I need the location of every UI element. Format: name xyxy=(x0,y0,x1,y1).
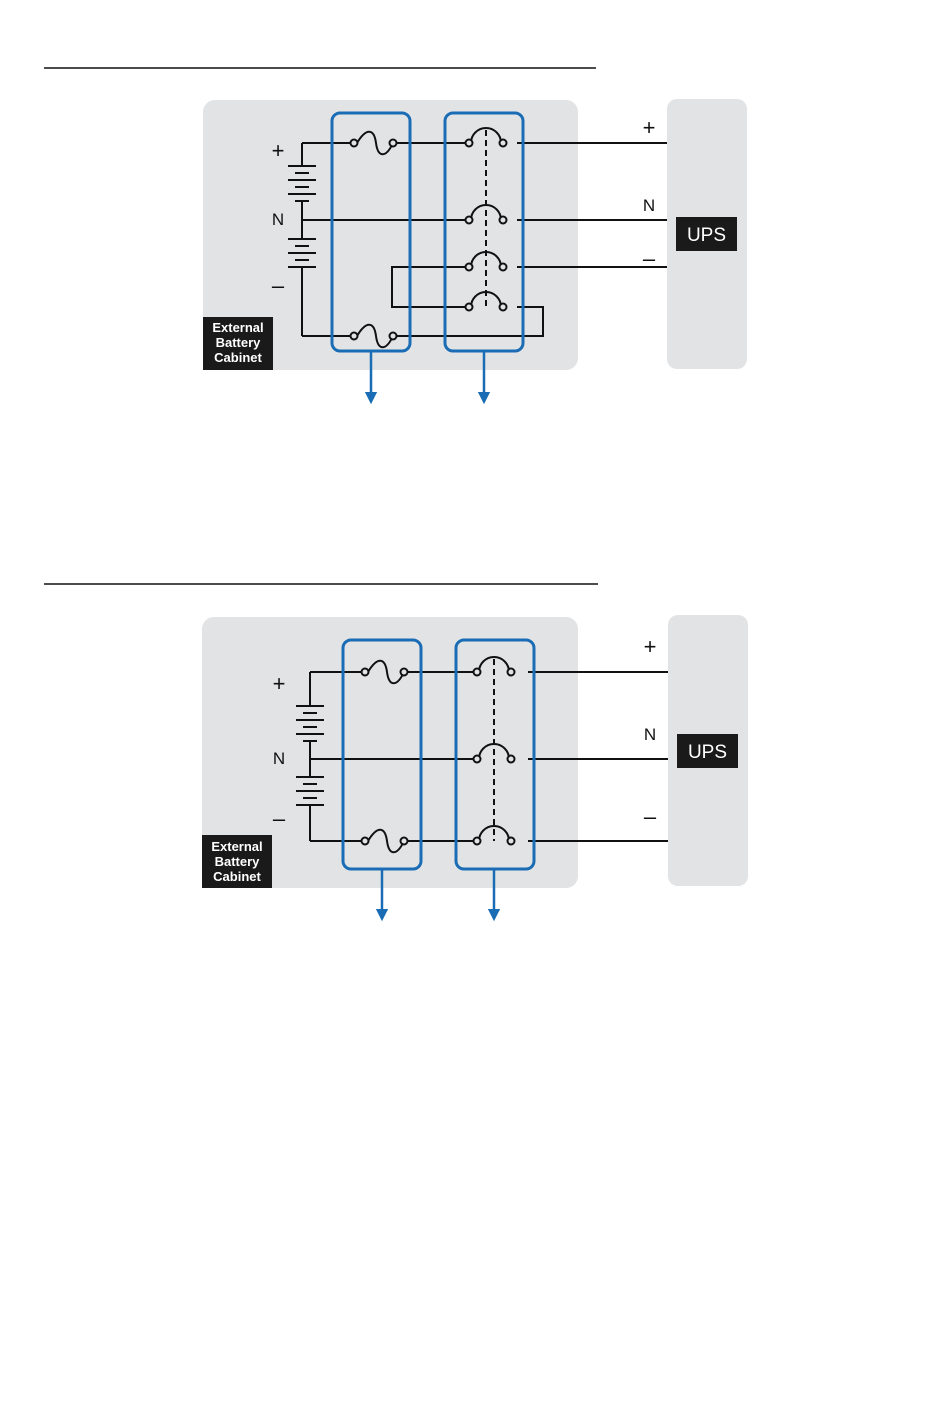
line-n-label: N xyxy=(643,196,655,215)
line-plus-label: + xyxy=(643,115,656,140)
diagram-1: UPS External Battery Cabinet + N – + N – xyxy=(44,68,747,398)
cabinet-label-line-3: Cabinet xyxy=(214,350,262,365)
cabinet-label-line-2: Battery xyxy=(216,335,262,350)
cabinet-label-line-3: Cabinet xyxy=(213,869,261,884)
cabinet-label-line-2: Battery xyxy=(215,854,261,869)
battery-plus-label: + xyxy=(273,671,286,696)
line-minus-label: – xyxy=(644,804,657,829)
cabinet-label-line-1: External xyxy=(211,839,262,854)
battery-plus-label: + xyxy=(272,138,285,163)
ups-label: UPS xyxy=(688,742,727,763)
cabinet-label-line-1: External xyxy=(212,320,263,335)
line-plus-label: + xyxy=(644,634,657,659)
line-n-label: N xyxy=(644,725,656,744)
diagram-2: UPS External Battery Cabinet + N – + N – xyxy=(44,584,748,915)
battery-minus-label: – xyxy=(272,273,285,298)
battery-minus-label: – xyxy=(273,806,286,831)
battery-n-label: N xyxy=(273,749,285,768)
battery-n-label: N xyxy=(272,210,284,229)
ups-label: UPS xyxy=(687,225,726,246)
